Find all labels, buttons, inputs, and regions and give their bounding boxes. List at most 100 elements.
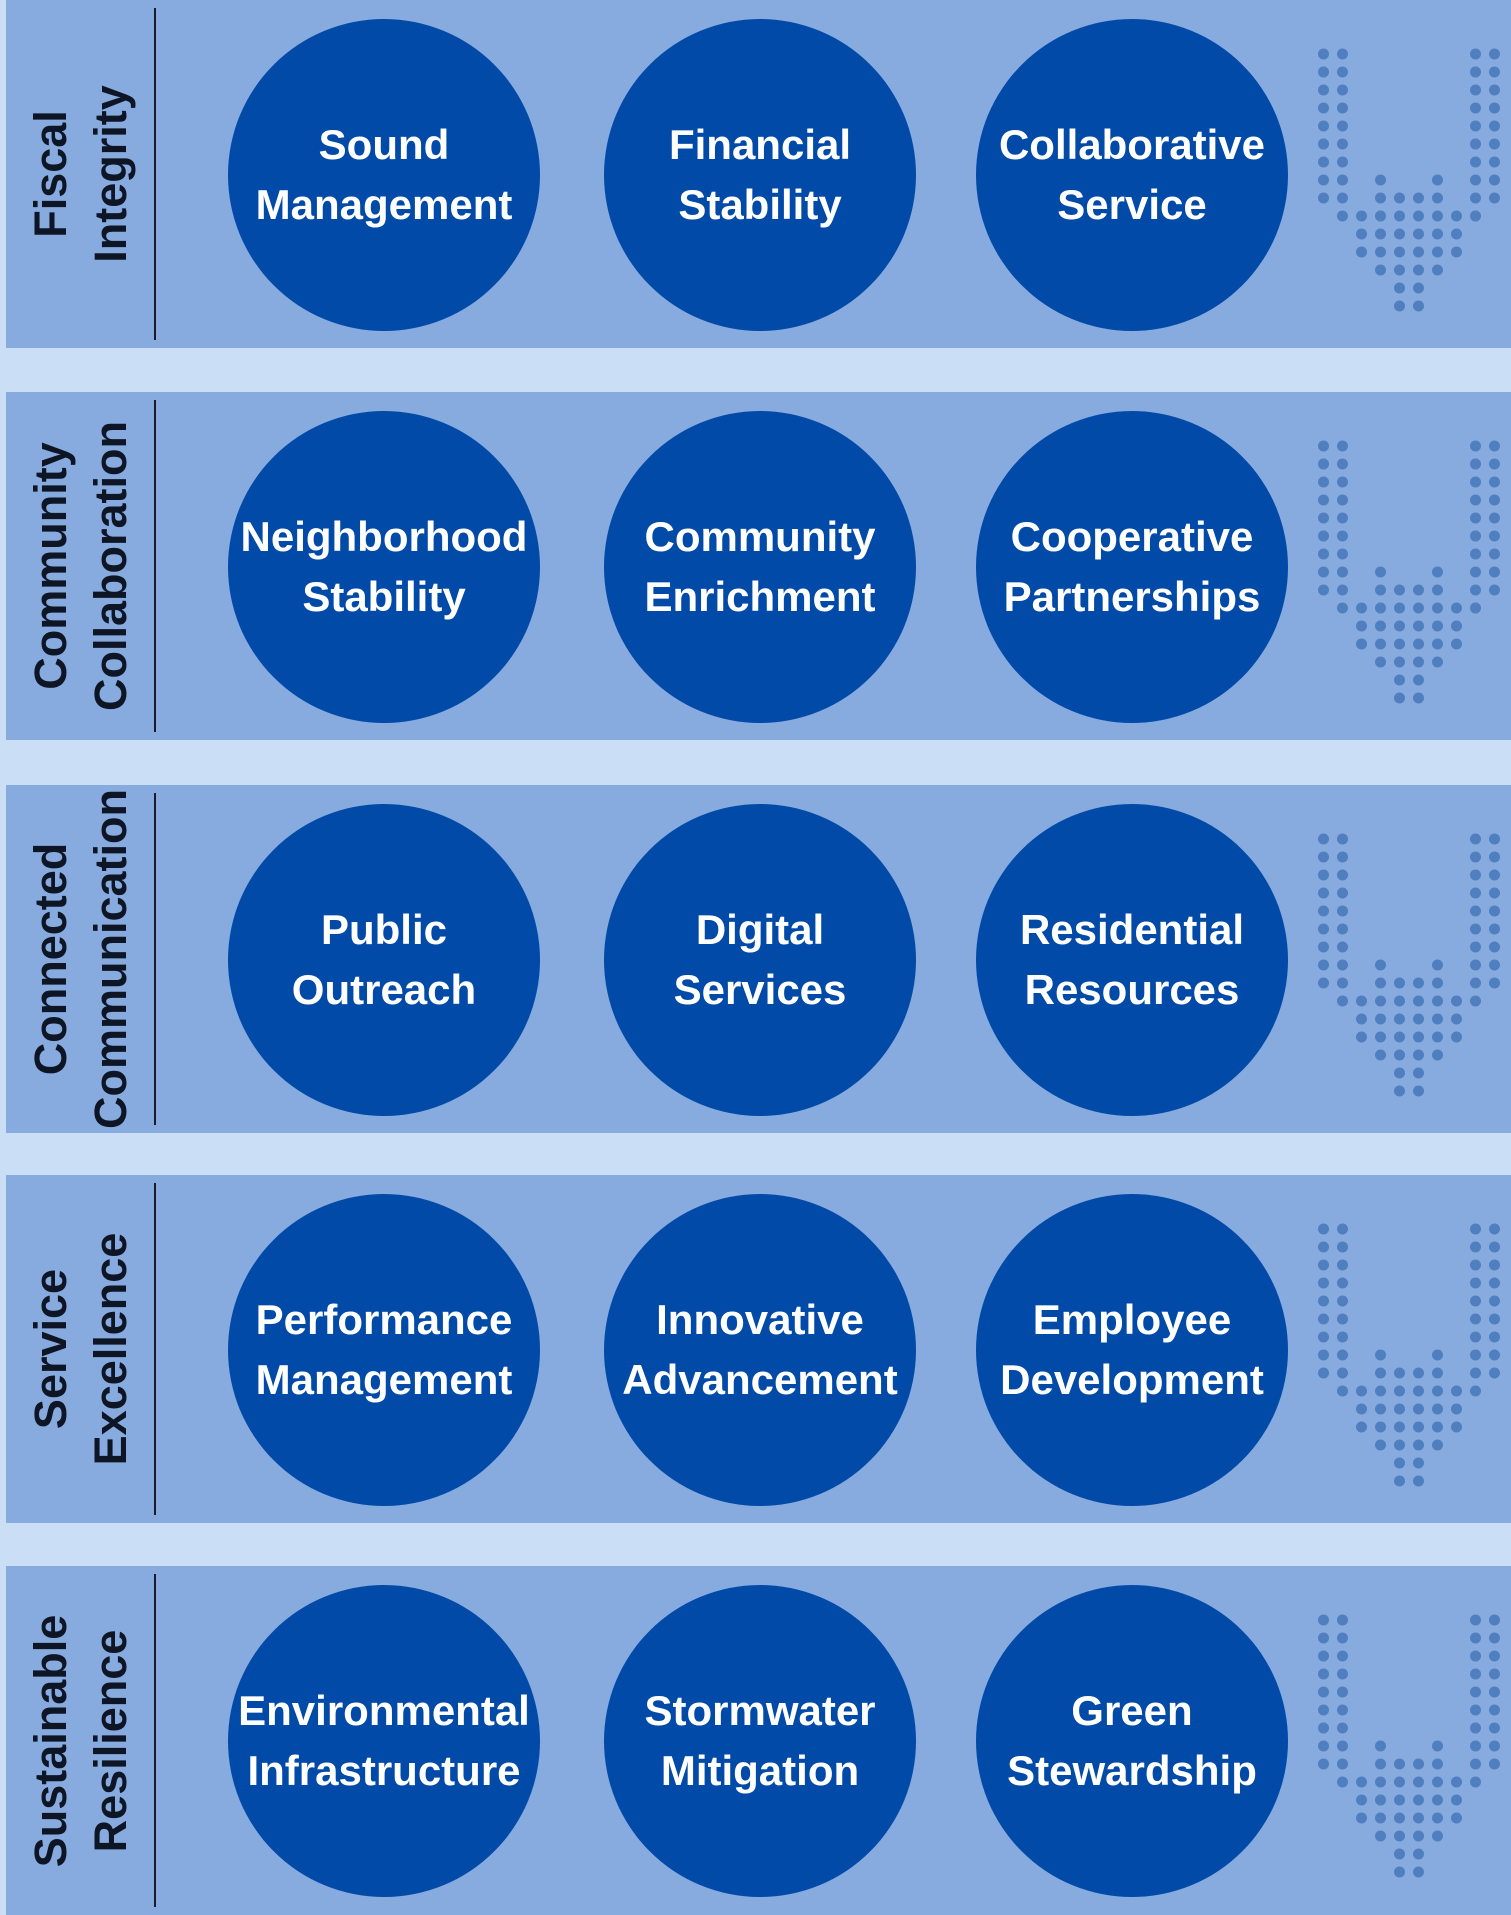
pattern-dot (1413, 1830, 1424, 1842)
pattern-dot (1394, 246, 1405, 258)
pattern-dot (1489, 1367, 1500, 1379)
dotted-chevron-icon (1318, 833, 1500, 1097)
pattern-dot (1318, 548, 1329, 560)
pattern-dot (1375, 1031, 1386, 1043)
pattern-dot (1451, 1403, 1462, 1415)
pattern-dot (1337, 494, 1348, 506)
pattern-dot (1413, 674, 1424, 686)
pattern-dot (1413, 1067, 1424, 1079)
pattern-dot (1337, 1632, 1348, 1644)
pattern-dot (1394, 1031, 1405, 1043)
pattern-dot (1337, 1740, 1348, 1752)
pattern-dot (1318, 476, 1329, 488)
pattern-dot (1470, 1241, 1481, 1253)
pattern-dot (1337, 192, 1348, 204)
pattern-dot (1470, 1704, 1481, 1716)
pattern-dot (1413, 1794, 1424, 1806)
pattern-dot (1356, 1421, 1367, 1433)
dotted-chevron-icon (1318, 1614, 1500, 1878)
goal-label-line: Green (1071, 1687, 1193, 1734)
category-divider (154, 1183, 156, 1515)
category-label-line: Fiscal (25, 110, 76, 238)
category-label: Connected Communication (21, 789, 141, 1129)
goal-label-line: Collaborative (998, 121, 1266, 168)
pattern-dot (1470, 48, 1481, 60)
pattern-dot (1489, 138, 1500, 150)
category-cell: Service Excellence (6, 1175, 156, 1523)
pattern-dot (1318, 1295, 1329, 1307)
pattern-dot (1394, 264, 1405, 276)
pattern-dot (1470, 833, 1481, 845)
goal-circle: Community Enrichment (604, 411, 916, 723)
pattern-dot (1337, 1668, 1348, 1680)
pattern-dot (1356, 1403, 1367, 1415)
pattern-dot (1318, 66, 1329, 78)
pattern-dot (1451, 1794, 1462, 1806)
pattern-dot (1337, 440, 1348, 452)
pattern-dot (1413, 1776, 1424, 1788)
pattern-dot (1413, 1848, 1424, 1860)
goal-circle: Stormwater Mitigation (604, 1585, 916, 1897)
goal-label: Employee Development (982, 1290, 1282, 1410)
pattern-dot (1356, 1031, 1367, 1043)
pattern-dot (1432, 1385, 1443, 1397)
pattern-dot (1470, 1650, 1481, 1662)
pattern-dot (1470, 548, 1481, 560)
pattern-dot (1375, 1049, 1386, 1061)
pattern-dot (1489, 584, 1500, 596)
pattern-dot (1413, 1758, 1424, 1770)
pattern-dot (1489, 1686, 1500, 1698)
pattern-dot (1337, 566, 1348, 578)
category-divider (154, 793, 156, 1125)
pattern-dot (1489, 1349, 1500, 1361)
goal-label-line: Management (255, 181, 513, 228)
pattern-dot (1375, 1421, 1386, 1433)
goal-label: Residential Resources (982, 900, 1282, 1020)
goal-circle: Performance Management (228, 1194, 540, 1506)
pattern-dot (1394, 1421, 1405, 1433)
category-label: Service Excellence (21, 1233, 141, 1466)
pattern-dot (1470, 1223, 1481, 1235)
pattern-dot (1337, 851, 1348, 863)
pattern-dot (1394, 602, 1405, 614)
category-label-line: Integrity (85, 85, 136, 263)
goal-label: Performance Management (234, 1290, 534, 1410)
pattern-dot (1451, 638, 1462, 650)
pattern-dot (1337, 584, 1348, 596)
pattern-dot (1432, 602, 1443, 614)
goal-label-line: Community (644, 513, 876, 560)
pattern-dot (1432, 566, 1443, 578)
pattern-dot (1375, 174, 1386, 186)
pattern-dot (1318, 1313, 1329, 1325)
pattern-dot (1432, 192, 1443, 204)
pattern-dot (1413, 1457, 1424, 1469)
pattern-dot (1394, 1457, 1405, 1469)
category-label-line: Sustainable (25, 1614, 76, 1867)
pattern-dot (1318, 1758, 1329, 1770)
goal-circle: Sound Management (228, 19, 540, 331)
pattern-dot (1318, 1632, 1329, 1644)
goal-label-line: Employee (1032, 1296, 1232, 1343)
pattern-dot (1337, 84, 1348, 96)
pattern-dot (1451, 210, 1462, 222)
pattern-dot (1413, 1085, 1424, 1097)
pattern-dot (1318, 494, 1329, 506)
pattern-dot (1470, 120, 1481, 132)
pattern-dot (1470, 851, 1481, 863)
pattern-dot (1489, 1758, 1500, 1770)
pattern-dot (1489, 192, 1500, 204)
goal-label-line: Environmental (238, 1687, 530, 1734)
pattern-dot (1432, 174, 1443, 186)
pattern-dot (1337, 1614, 1348, 1626)
pattern-dot (1356, 1812, 1367, 1824)
goal-label-line: Performance (255, 1296, 513, 1343)
pattern-dot (1470, 156, 1481, 168)
goal-circle: Neighborhood Stability (228, 411, 540, 723)
pattern-dot (1413, 1421, 1424, 1433)
goal-label: Financial Stability (610, 115, 910, 235)
pattern-dot (1470, 1614, 1481, 1626)
pattern-dot (1394, 1776, 1405, 1788)
pattern-dot (1375, 977, 1386, 989)
pattern-dot (1394, 1085, 1405, 1097)
pattern-dot (1394, 300, 1405, 312)
